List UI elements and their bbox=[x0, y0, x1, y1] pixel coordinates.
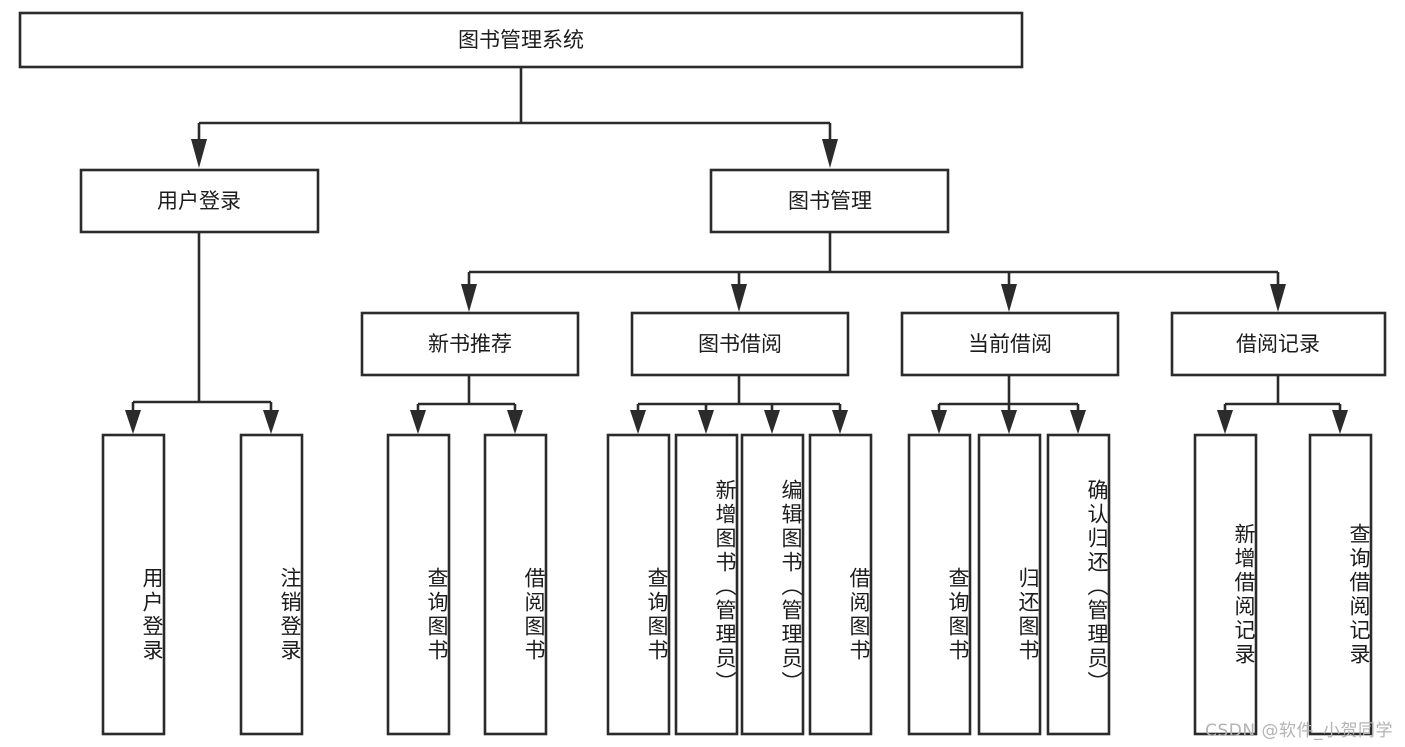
arrow-head-leaf-return-book bbox=[1001, 410, 1017, 434]
node-borrow-record-label: 借阅记录 bbox=[1236, 332, 1320, 356]
leaf-confirm-return-admin-box[interactable] bbox=[1046, 433, 1111, 736]
node-new-book-recommend-box[interactable] bbox=[360, 311, 580, 377]
arrow-head-leaf-query-book-1 bbox=[410, 410, 426, 434]
leaf-query-borrow-record-box[interactable] bbox=[1308, 433, 1373, 736]
arrow-head-leaf-logout bbox=[263, 410, 279, 434]
root-node-label: 图书管理系统 bbox=[458, 28, 584, 52]
node-user-login-label: 用户登录 bbox=[157, 189, 241, 213]
arrow-head-borrow-record bbox=[1270, 284, 1286, 312]
leaf-box-group bbox=[101, 433, 1373, 736]
arrow-head-current-borrow bbox=[1001, 284, 1017, 312]
arrow-head-leaf-query-book-2 bbox=[630, 410, 646, 434]
arrow-head-leaf-add-book-admin bbox=[698, 410, 714, 434]
leaf-borrow-book-1-box[interactable] bbox=[483, 433, 548, 736]
arrow-head-leaf-query-book-3 bbox=[931, 410, 947, 434]
node-current-borrow[interactable]: 当前借阅 bbox=[900, 311, 1120, 377]
arrow-head-leaf-borrow-book-2 bbox=[832, 410, 848, 434]
leaf-user-login-box[interactable] bbox=[101, 433, 166, 736]
leaf-add-borrow-record-box[interactable] bbox=[1193, 433, 1258, 736]
arrow-head-user-login bbox=[191, 139, 207, 168]
node-book-management-box[interactable] bbox=[709, 168, 950, 234]
root-node-box[interactable] bbox=[18, 11, 1024, 69]
node-new-book-recommend[interactable]: 新书推荐 bbox=[360, 311, 580, 377]
arrow-head-leaf-borrow-book-1 bbox=[507, 410, 523, 434]
node-new-book-recommend-label: 新书推荐 bbox=[428, 332, 512, 356]
arrow-head-new-book-recommend bbox=[461, 284, 477, 312]
leaf-query-book-1-box[interactable] bbox=[386, 433, 451, 736]
node-user-login-box[interactable] bbox=[79, 168, 320, 234]
node-user-login[interactable]: 用户登录 bbox=[79, 168, 320, 234]
node-book-management[interactable]: 图书管理 bbox=[709, 168, 950, 234]
arrow-head-book-borrow bbox=[731, 284, 747, 312]
node-book-borrow-box[interactable] bbox=[630, 311, 850, 377]
node-current-borrow-label: 当前借阅 bbox=[968, 332, 1052, 356]
leaf-edit-book-admin-box[interactable] bbox=[740, 433, 805, 736]
node-borrow-record[interactable]: 借阅记录 bbox=[1170, 311, 1387, 377]
arrow-head-leaf-user-login bbox=[125, 410, 141, 434]
connector-group bbox=[125, 67, 1348, 434]
arrow-head-book-management bbox=[822, 139, 838, 168]
leaf-logout-box[interactable] bbox=[239, 433, 304, 736]
node-book-borrow[interactable]: 图书借阅 bbox=[630, 311, 850, 377]
leaf-add-book-admin-box[interactable] bbox=[674, 433, 739, 736]
leaf-query-book-2-box[interactable] bbox=[606, 433, 671, 736]
leaf-borrow-book-2-box[interactable] bbox=[808, 433, 873, 736]
arrow-head-leaf-query-borrow-record bbox=[1332, 410, 1348, 434]
node-borrow-record-box[interactable] bbox=[1170, 311, 1387, 377]
node-book-management-label: 图书管理 bbox=[788, 189, 872, 213]
node-book-borrow-label: 图书借阅 bbox=[698, 332, 782, 356]
root-node[interactable]: 图书管理系统 bbox=[18, 11, 1024, 69]
arrow-head-leaf-edit-book-admin bbox=[764, 410, 780, 434]
leaf-query-book-3-box[interactable] bbox=[907, 433, 972, 736]
arrow-head-leaf-add-borrow-record bbox=[1217, 410, 1233, 434]
arrow-head-leaf-confirm-return-admin bbox=[1070, 410, 1086, 434]
leaf-return-book-box[interactable] bbox=[977, 433, 1042, 736]
node-current-borrow-box[interactable] bbox=[900, 311, 1120, 377]
csdn-watermark: CSDN @软件_小贺同学 bbox=[1205, 721, 1393, 741]
